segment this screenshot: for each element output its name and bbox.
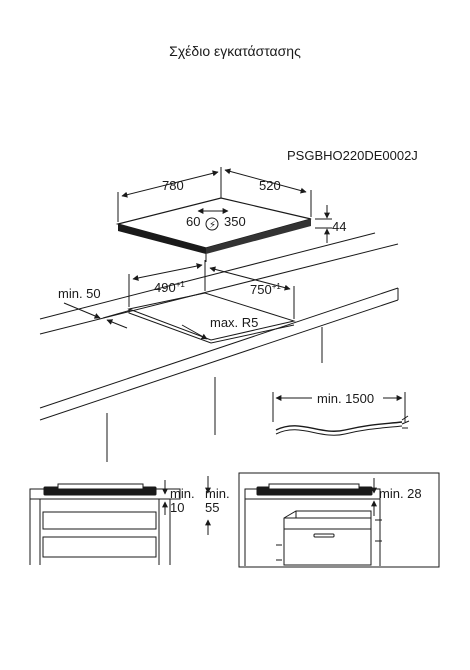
cutout-width-label: 490+1 — [154, 280, 185, 295]
cable-drawing — [272, 392, 410, 436]
cutout-depth-label: 750+1 — [250, 282, 281, 297]
edge-distance-label: min. 50 — [58, 286, 101, 301]
clearance-a-min: min. — [170, 486, 195, 501]
page-title: Σχέδιο εγκατάστασης — [169, 43, 301, 59]
corner-radius-label: max. R5 — [210, 315, 258, 330]
hob-depth-label: 520 — [259, 178, 281, 193]
cable-length-label: min. 1500 — [317, 391, 374, 406]
model-code: PSGBHO220DE0002J — [287, 148, 418, 163]
hob-width-label: 780 — [162, 178, 184, 193]
clearance-b-value: 55 — [205, 500, 219, 515]
oven-clearance-label: min. 28 — [379, 486, 422, 501]
hob-drawing — [115, 167, 332, 262]
hob-height-label: 44 — [332, 219, 346, 234]
oven-cabinet-drawing — [238, 472, 440, 568]
power-supply-icon: ⚡ — [209, 220, 216, 231]
clearance-a-value: 10 — [170, 500, 184, 515]
supply-max-label: 350 — [224, 214, 246, 229]
countertop-drawing — [39, 232, 399, 462]
drawer-cabinet-drawing — [29, 476, 211, 565]
supply-min-label: 60 — [186, 214, 200, 229]
clearance-b-min: min. — [205, 486, 230, 501]
